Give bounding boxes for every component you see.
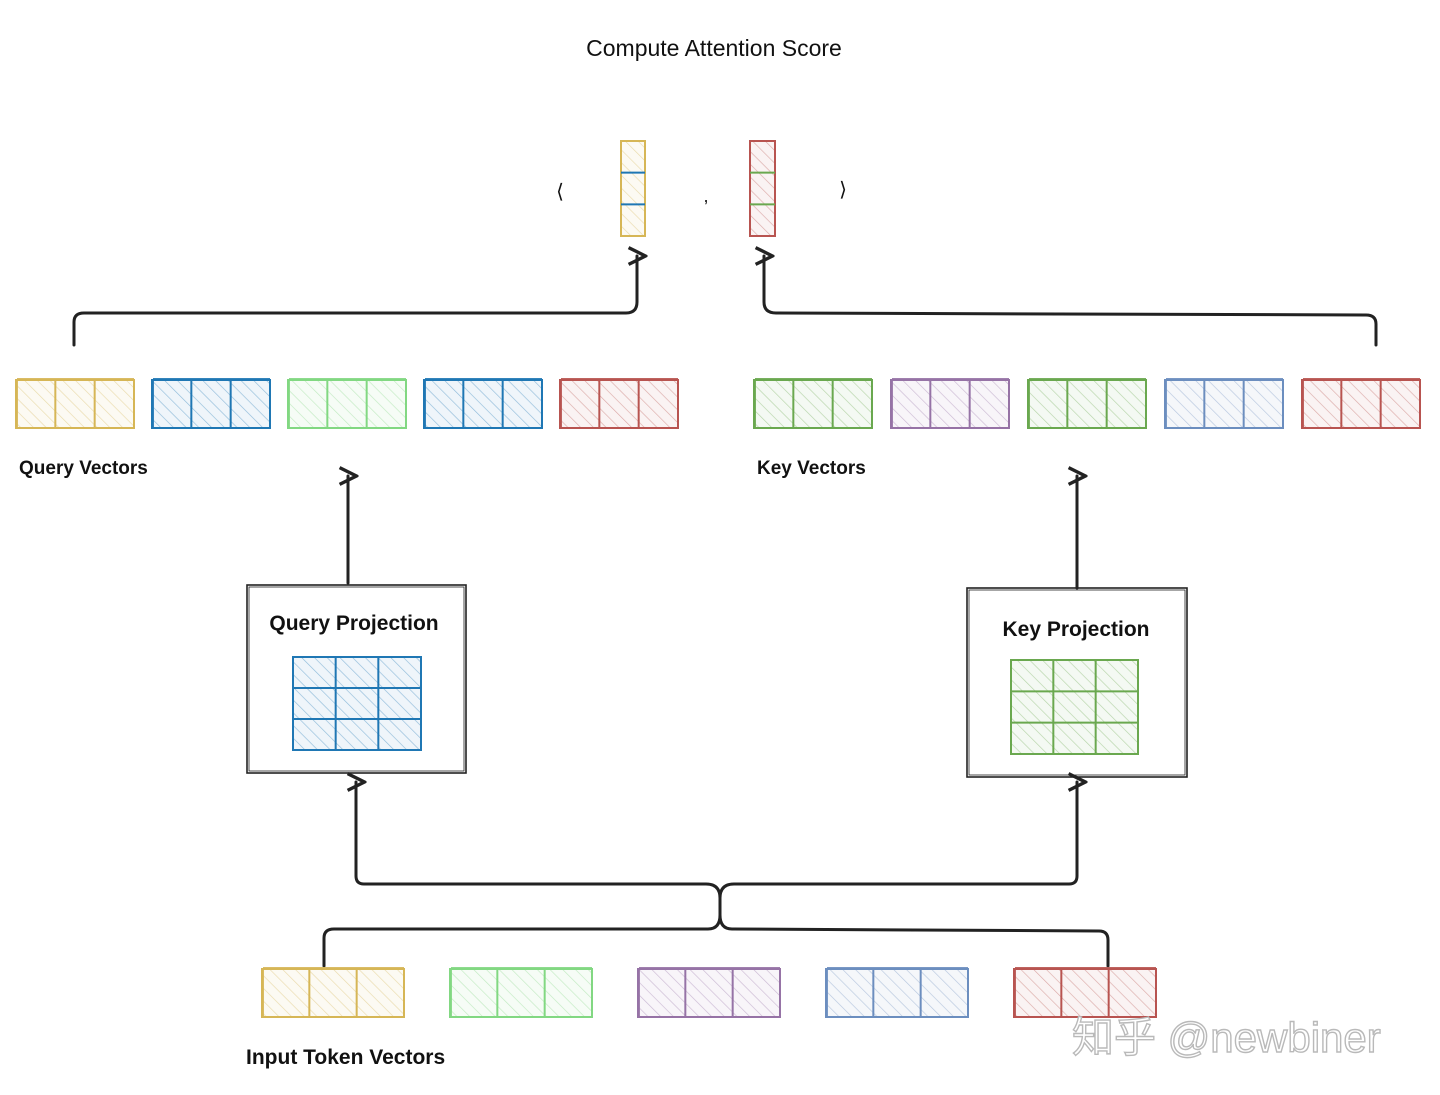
query-projection-box: Query Projection [246,584,467,774]
input-token-vector-5 [1013,967,1157,1018]
inner-product-comma: , [703,186,708,206]
input-split-connector [356,782,722,900]
key-vectors-label: Key Vectors [757,458,866,479]
query-vector-2 [151,378,271,429]
key-weight-matrix [1010,659,1139,755]
query-brace-connector [72,256,637,347]
input-token-vector-2 [449,967,593,1018]
watermark: 知乎 @newbiner [1072,1014,1381,1061]
input-token-vector-1 [261,967,405,1018]
query-weight-matrix [292,656,422,751]
query-vector-1 [15,378,135,429]
key-vector-5 [1301,378,1421,429]
key-projection-label: Key Projection [1002,618,1149,641]
key-vector-3 [1027,378,1147,429]
key-vector-1 [753,378,873,429]
query-score-vector [620,140,646,237]
input-token-vector-3 [637,967,781,1018]
key-vectors-row [753,378,1421,429]
key-projection-box: Key Projection [966,587,1188,778]
query-vector-4 [423,378,543,429]
query-vector-3 [287,378,407,429]
input-brace-connector [322,896,1110,968]
key-brace-connector [764,256,1378,347]
query-vector-5 [559,378,679,429]
connectors [72,256,1378,968]
key-vector-4 [1164,378,1284,429]
diagram-title: Compute Attention Score [586,35,842,61]
input-token-vectors-row [261,967,1157,1018]
query-vectors-row [15,378,679,429]
input-token-vectors-label: Input Token Vectors [246,1046,445,1069]
input-token-vector-4 [825,967,969,1018]
key-score-vector [749,140,776,237]
query-projection-label: Query Projection [269,612,438,635]
inner-product-open-bracket: ⟨ [556,181,564,203]
query-vectors-label: Query Vectors [19,458,148,479]
key-vector-2 [890,378,1010,429]
inner-product-close-bracket: ⟩ [839,179,847,201]
input-split-connector-right [718,782,1077,900]
